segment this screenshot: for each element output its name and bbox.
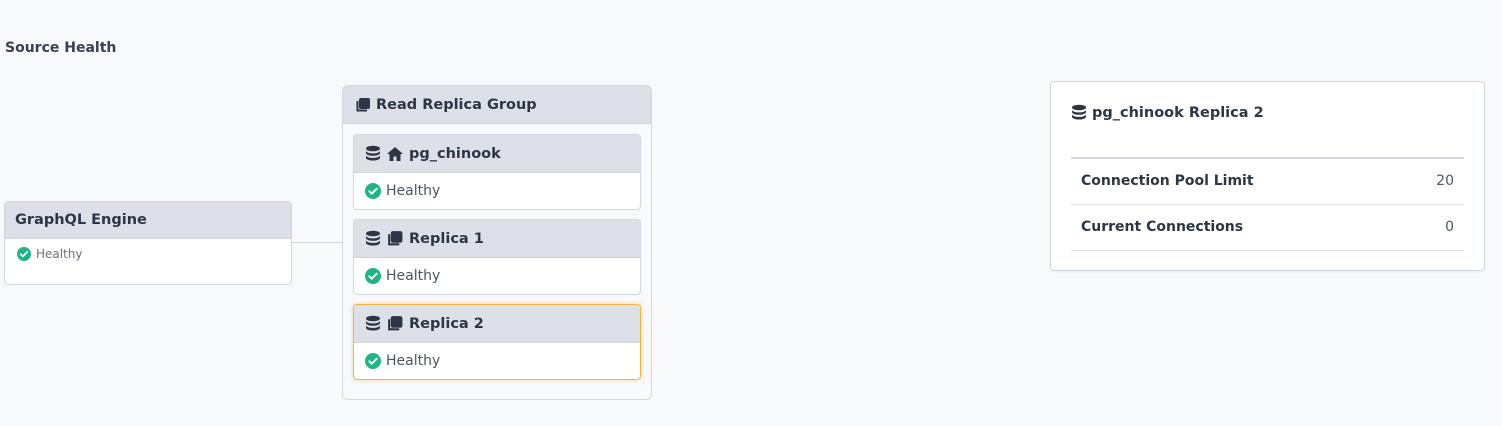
check-circle-icon <box>17 247 31 261</box>
node-status: Healthy <box>386 353 441 369</box>
row-value: 0 <box>1445 219 1454 235</box>
check-circle-icon <box>365 353 381 369</box>
details-title: pg_chinook Replica 2 <box>1071 104 1264 121</box>
node-name: Replica 1 <box>409 230 484 247</box>
details-table: Connection Pool Limit 20 Current Connect… <box>1071 157 1464 251</box>
replica-node-replica-1[interactable]: Replica 1 Healthy <box>353 219 641 295</box>
graphql-engine-title: GraphQL Engine <box>5 202 291 239</box>
table-row: Connection Pool Limit 20 <box>1071 158 1464 204</box>
copy-icon <box>386 230 404 247</box>
replica-node-replica-2[interactable]: Replica 2 Healthy <box>353 304 641 380</box>
replica-node-pg-chinook[interactable]: pg_chinook Healthy <box>353 134 641 210</box>
row-label: Connection Pool Limit <box>1081 173 1254 190</box>
table-row: Current Connections 0 <box>1071 204 1464 250</box>
read-replica-group: Read Replica Group pg_chinook Healthy <box>342 85 652 400</box>
replica-details-panel: pg_chinook Replica 2 Connection Pool Lim… <box>1050 81 1485 271</box>
status-label: Healthy <box>36 247 83 261</box>
node-status: Healthy <box>386 183 441 199</box>
graphql-engine-card[interactable]: GraphQL Engine Healthy <box>4 201 292 285</box>
node-name: Replica 2 <box>409 315 484 332</box>
check-circle-icon <box>365 183 381 199</box>
database-icon <box>1071 104 1087 121</box>
node-status: Healthy <box>386 268 441 284</box>
copy-icon <box>386 315 404 332</box>
node-name: pg_chinook <box>409 145 501 162</box>
connector-line <box>291 242 343 243</box>
database-icon <box>365 230 381 247</box>
row-label: Current Connections <box>1081 219 1244 235</box>
check-circle-icon <box>365 268 381 284</box>
replica-group-header: Read Replica Group <box>343 86 651 124</box>
details-title-text: pg_chinook Replica 2 <box>1092 104 1264 121</box>
row-value: 20 <box>1436 173 1454 190</box>
graphql-engine-status: Healthy <box>5 239 291 261</box>
replica-group-title: Read Replica Group <box>376 96 537 113</box>
database-icon <box>365 315 381 332</box>
copy-icon <box>355 97 371 113</box>
home-icon <box>386 146 404 162</box>
database-icon <box>365 145 381 162</box>
page-title: Source Health <box>5 40 117 56</box>
